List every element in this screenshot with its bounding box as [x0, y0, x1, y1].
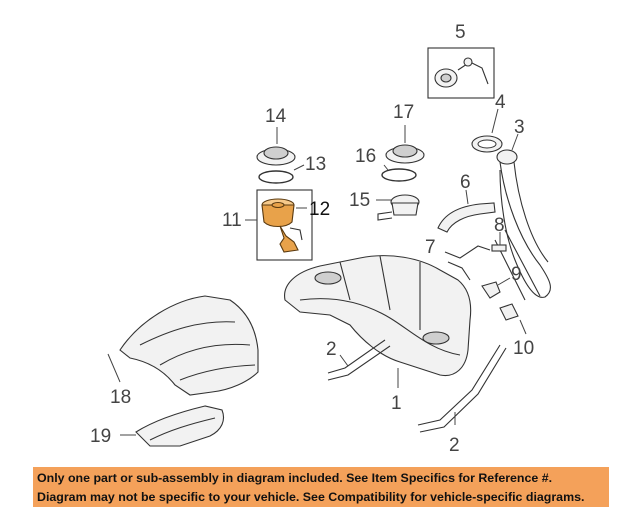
callout-15: 15 [349, 190, 370, 211]
callout-8: 8 [494, 215, 505, 236]
disclaimer-line-2: Diagram may not be specific to your vehi… [37, 490, 585, 504]
callout-2-left: 2 [326, 339, 337, 360]
part-1-fuel-tank [284, 255, 472, 388]
part-15-sub-sender [376, 194, 420, 221]
callout-16: 16 [355, 146, 376, 167]
callout-5: 5 [455, 22, 466, 43]
part-2-tank-strap-left [327, 339, 391, 381]
callout-19: 19 [90, 426, 111, 447]
part-12-fuel-pump-highlighted [261, 198, 307, 253]
part-6-hose [437, 189, 496, 233]
callout-6: 6 [460, 172, 471, 193]
callout-11: 11 [222, 210, 242, 231]
callout-12: 12 [309, 199, 330, 220]
callout-2-right: 2 [449, 435, 460, 456]
part-2-tank-strap-right [417, 344, 507, 433]
callout-14: 14 [265, 106, 287, 127]
part-9-clamp [481, 277, 511, 299]
callout-10: 10 [513, 338, 534, 359]
part-10-connector [499, 303, 527, 335]
part-13-o-ring [258, 164, 305, 184]
callout-1: 1 [391, 393, 402, 414]
disclaimer-line-1: Only one part or sub-assembly in diagram… [37, 471, 553, 485]
callout-18: 18 [110, 387, 131, 408]
disclaimer-banner: Only one part or sub-assembly in diagram… [33, 467, 609, 507]
callout-4: 4 [495, 92, 506, 113]
callout-13: 13 [305, 154, 326, 175]
part-7-vent-hose [444, 245, 491, 281]
part-17-lock-ring [385, 125, 425, 164]
part-19-lower-shield [120, 405, 225, 447]
callout-17: 17 [393, 102, 414, 123]
part-16-o-ring [381, 164, 417, 182]
part-18-heat-shield [107, 295, 259, 396]
part-8-clip [491, 232, 507, 252]
callout-7: 7 [425, 237, 436, 258]
part-4-seal [471, 108, 503, 153]
part-14-lock-ring [256, 127, 296, 166]
callout-3: 3 [514, 117, 525, 138]
part-5-sender-unit [427, 47, 495, 99]
callout-9: 9 [511, 264, 522, 285]
